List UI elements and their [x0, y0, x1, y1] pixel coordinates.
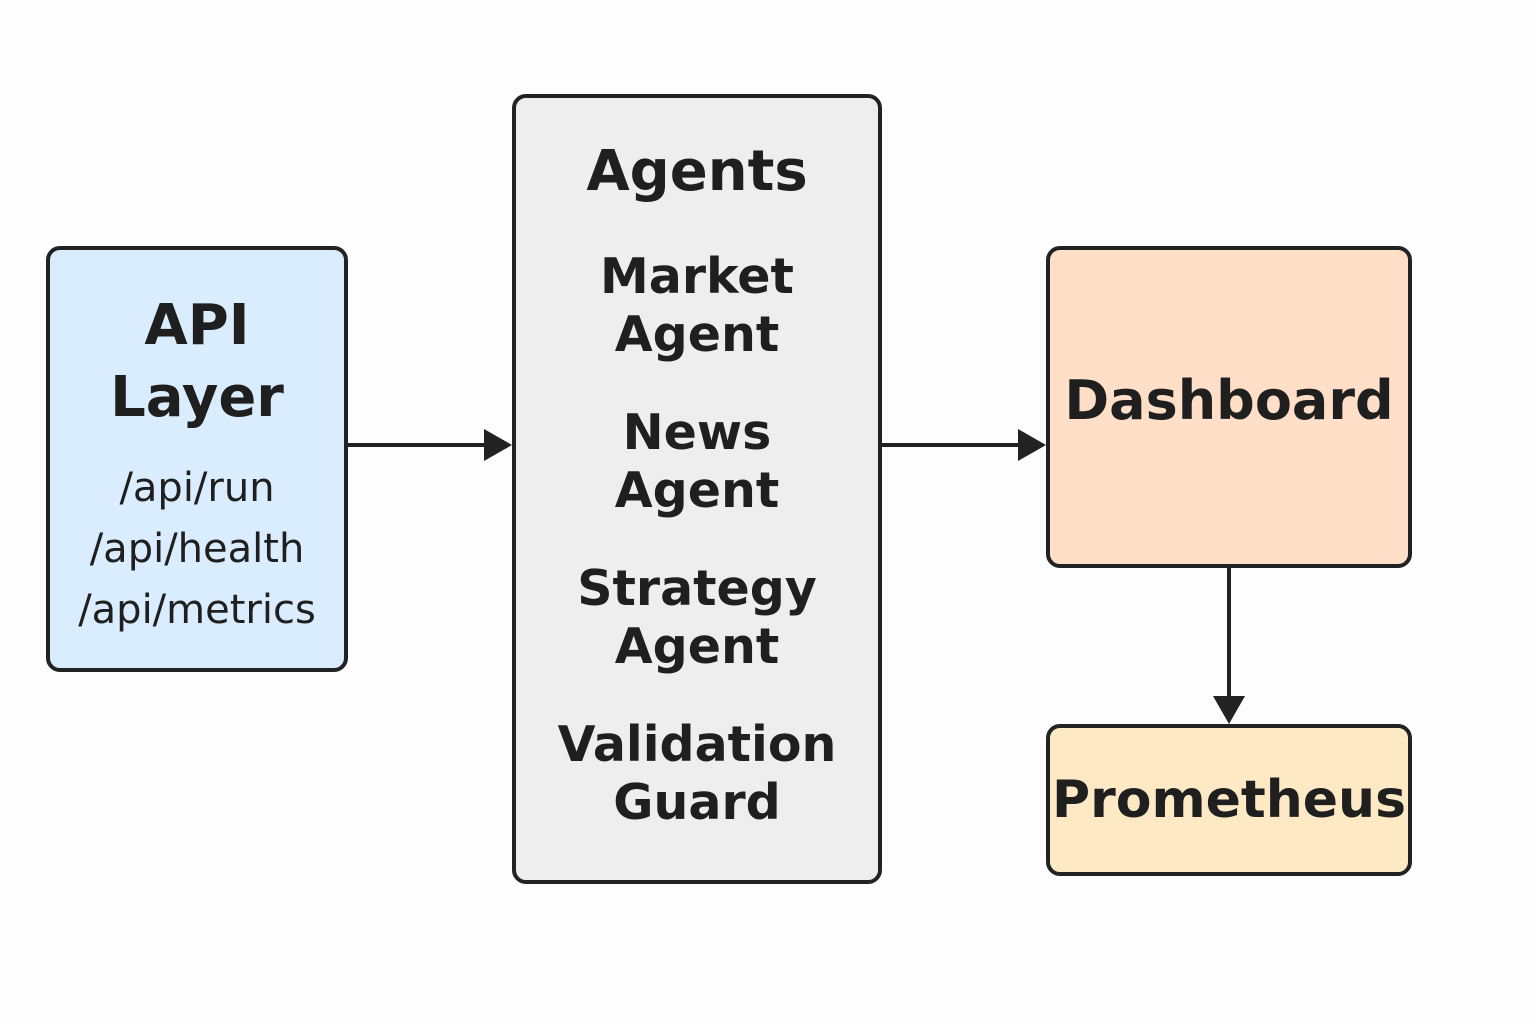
api-layer-title: API Layer [110, 290, 284, 434]
arrow-api-to-agents-head [484, 429, 512, 461]
validation-guard-line1: Validation [557, 716, 837, 773]
api-layer-title-line2: Layer [110, 365, 284, 430]
dashboard-label: Dashboard [1064, 369, 1394, 432]
strategy-agent-line2: Agent [614, 618, 780, 675]
market-agent-label: Market Agent [600, 248, 794, 364]
strategy-agent-label: Strategy Agent [577, 560, 817, 676]
news-agent-line2: Agent [614, 462, 780, 519]
strategy-agent-line1: Strategy [577, 560, 817, 617]
validation-guard-line2: Guard [613, 774, 781, 831]
agents-title: Agents [586, 139, 808, 204]
agents-box: Agents Market Agent News Agent Strategy … [512, 94, 882, 884]
dashboard-box: Dashboard [1046, 246, 1412, 568]
endpoint-run: /api/run [119, 465, 275, 511]
arrow-agents-to-dashboard-head [1018, 429, 1046, 461]
endpoint-health: /api/health [89, 526, 305, 572]
market-agent-line2: Agent [614, 306, 780, 363]
news-agent-line1: News [622, 404, 772, 461]
api-layer-title-line1: API [144, 293, 250, 358]
api-layer-box: API Layer /api/run /api/health /api/metr… [46, 246, 348, 672]
validation-guard-label: Validation Guard [558, 716, 837, 832]
endpoint-metrics: /api/metrics [78, 587, 316, 633]
prometheus-box: Prometheus [1046, 724, 1412, 876]
news-agent-label: News Agent [615, 404, 780, 520]
prometheus-label: Prometheus [1051, 770, 1407, 830]
market-agent-line1: Market [600, 248, 794, 305]
arrow-dashboard-to-prometheus-head [1213, 696, 1245, 724]
